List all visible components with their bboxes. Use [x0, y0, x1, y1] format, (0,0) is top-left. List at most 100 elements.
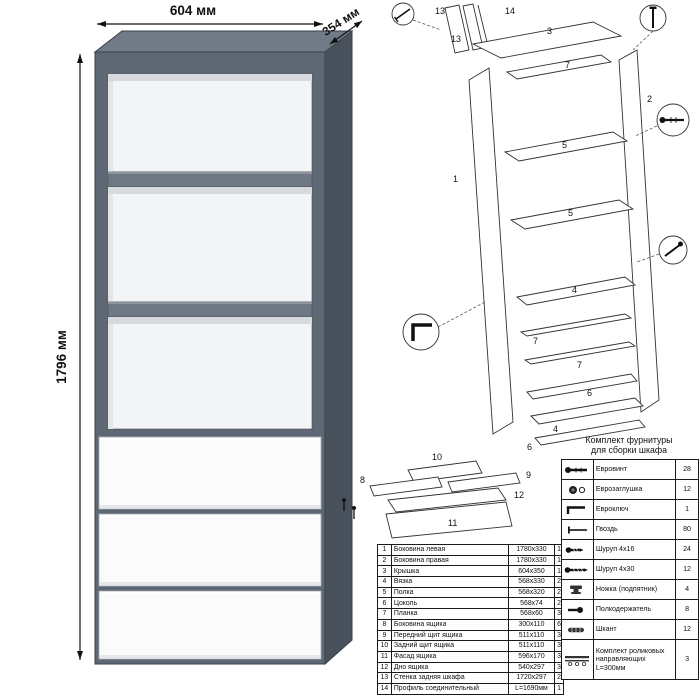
width-dimension: 604 мм: [97, 3, 323, 27]
assembly-part-label: 5: [568, 208, 573, 218]
part-number: 3: [377, 565, 392, 578]
part-name: Планка: [390, 608, 509, 620]
drawer-rail-b: [523, 341, 637, 365]
part-size: 568x74: [507, 597, 556, 610]
screw-callout-top: [632, 4, 667, 51]
part-size: 568x320: [507, 586, 556, 599]
euro-screw-callout: [634, 103, 690, 137]
part-number: 10: [377, 640, 392, 652]
table-row: 6 Цоколь 568x74 2: [377, 597, 564, 610]
part-name: Передний щит ящика: [390, 629, 509, 642]
drawer-part-label: 12: [514, 490, 524, 500]
assembly-part-label: 3: [547, 26, 552, 36]
part-number: 9: [377, 629, 392, 642]
hardware-qty: 12: [675, 619, 699, 640]
part-name: Профиль соединительный: [390, 682, 509, 695]
part-name: Полка: [390, 586, 509, 599]
assembly-part-label: 2: [647, 94, 652, 104]
hardware-qty: 12: [675, 559, 699, 580]
table-row: Шуруп 4x16 24: [561, 539, 699, 560]
drawer-side-board: [369, 476, 443, 497]
part-size: 1720x297: [507, 672, 556, 684]
assembly-part-label: 1: [453, 174, 458, 184]
cabinet-side-face: [324, 29, 353, 666]
table-row: Ножка (подпятник) 4: [561, 579, 699, 600]
tie-board-a: [515, 276, 637, 306]
drawer-part-label: 8: [360, 475, 365, 485]
table-row: 5 Полка 568x320 2: [377, 586, 564, 599]
arrowhead-end-icon: [353, 21, 362, 29]
top-strip-board: [505, 54, 613, 80]
table-row: 3 Крышка 604x350 1: [377, 565, 564, 578]
drawer-facade-board: [385, 501, 513, 539]
width-dimension-label: 604 мм: [170, 3, 216, 18]
assembly-part-label: 13: [451, 34, 461, 44]
part-number: 5: [377, 586, 392, 599]
drawer-front-3: [98, 590, 322, 660]
part-number: 7: [377, 608, 392, 620]
part-name: Фасад ящика: [390, 650, 509, 663]
drawer-back-board: [407, 460, 483, 483]
part-number: 14: [377, 682, 392, 695]
table-row: 8 Боковина ящика 300x110 6: [377, 618, 564, 631]
parts-list-table: 1 Боковина левая 1780x330 1 2 Боковина п…: [377, 544, 564, 695]
drawer-slide-icon: [561, 639, 594, 680]
table-row: 14 Профиль соединительный L=1690мм 1: [377, 682, 564, 695]
height-dimension-label: 1796 мм: [54, 330, 69, 384]
drawer-front-1: [98, 436, 322, 510]
hardware-qty: 24: [675, 539, 699, 560]
assembly-part-label: 14: [505, 6, 515, 16]
hardware-name: Ножка (подпятник): [592, 579, 677, 600]
table-row: Комплект роликовых направляющих L=300мм …: [561, 639, 699, 680]
hardware-name: Еврозаглушка: [592, 479, 677, 500]
table-row: Еврозаглушка 12: [561, 479, 699, 500]
drawer-screws: [342, 498, 356, 519]
shelf-compartment-2: [107, 186, 313, 303]
assembly-part-label: 4: [572, 285, 577, 295]
drawer-front-board: [447, 472, 521, 493]
part-size: 568x60: [507, 608, 556, 620]
drawer-front-2: [98, 513, 322, 587]
assembly-part-label: 7: [533, 336, 538, 346]
part-size: 604x350: [507, 565, 556, 578]
hardware-qty: 80: [675, 519, 699, 540]
table-row: Евровинт 28: [561, 459, 699, 480]
drawer-rail-a: [519, 313, 633, 337]
plinth-board-a: [526, 373, 638, 400]
hardware-name: Комплект роликовых направляющих L=300мм: [592, 639, 677, 680]
euro-cap-icon: [561, 479, 594, 500]
tie-board-b: [530, 397, 644, 425]
left-side-panel: [468, 67, 514, 435]
cabinet-body: [93, 29, 354, 666]
assembly-part-label: 4: [553, 424, 558, 434]
table-row: Шуруп 4x30 12: [561, 559, 699, 580]
hardware-name: Шкант: [592, 619, 677, 640]
part-name: Боковина правая: [390, 554, 509, 567]
assembly-part-label: 7: [577, 360, 582, 370]
part-size: L=1690мм: [507, 682, 556, 695]
hardware-name: Евровинт: [592, 459, 677, 480]
shelf-pin-icon: [561, 599, 594, 620]
shelf-board-a: [503, 131, 629, 162]
table-row: Шкант 12: [561, 619, 699, 640]
top-board: [471, 21, 623, 59]
arrowhead-start-icon: [330, 37, 339, 44]
table-row: Евроключ 1: [561, 499, 699, 520]
hardware-qty: 1: [675, 499, 699, 520]
hardware-name: Шуруп 4x30: [592, 559, 677, 580]
drawer-bottom-board: [387, 487, 507, 513]
table-row: Полкодержатель 8: [561, 599, 699, 620]
back-panels-group: [444, 3, 489, 54]
part-number: 1: [377, 544, 392, 556]
shelf-compartment-3: [107, 316, 313, 430]
hardware-kit-title-line1: Комплект фурнитуры: [585, 435, 673, 445]
hardware-kit-title: Комплект фурнитуры для сборки шкафа: [556, 435, 700, 456]
hardware-qty: 12: [675, 479, 699, 500]
hex-key-icon: [561, 499, 594, 520]
right-side-panel: [618, 49, 660, 413]
part-name: Боковина левая: [390, 544, 509, 556]
hardware-kit-table: Евровинт 28 Еврозаглушка 12 Евроключ 1: [561, 459, 699, 680]
part-number: 12: [377, 661, 392, 674]
euro-screw-icon: [561, 459, 594, 480]
